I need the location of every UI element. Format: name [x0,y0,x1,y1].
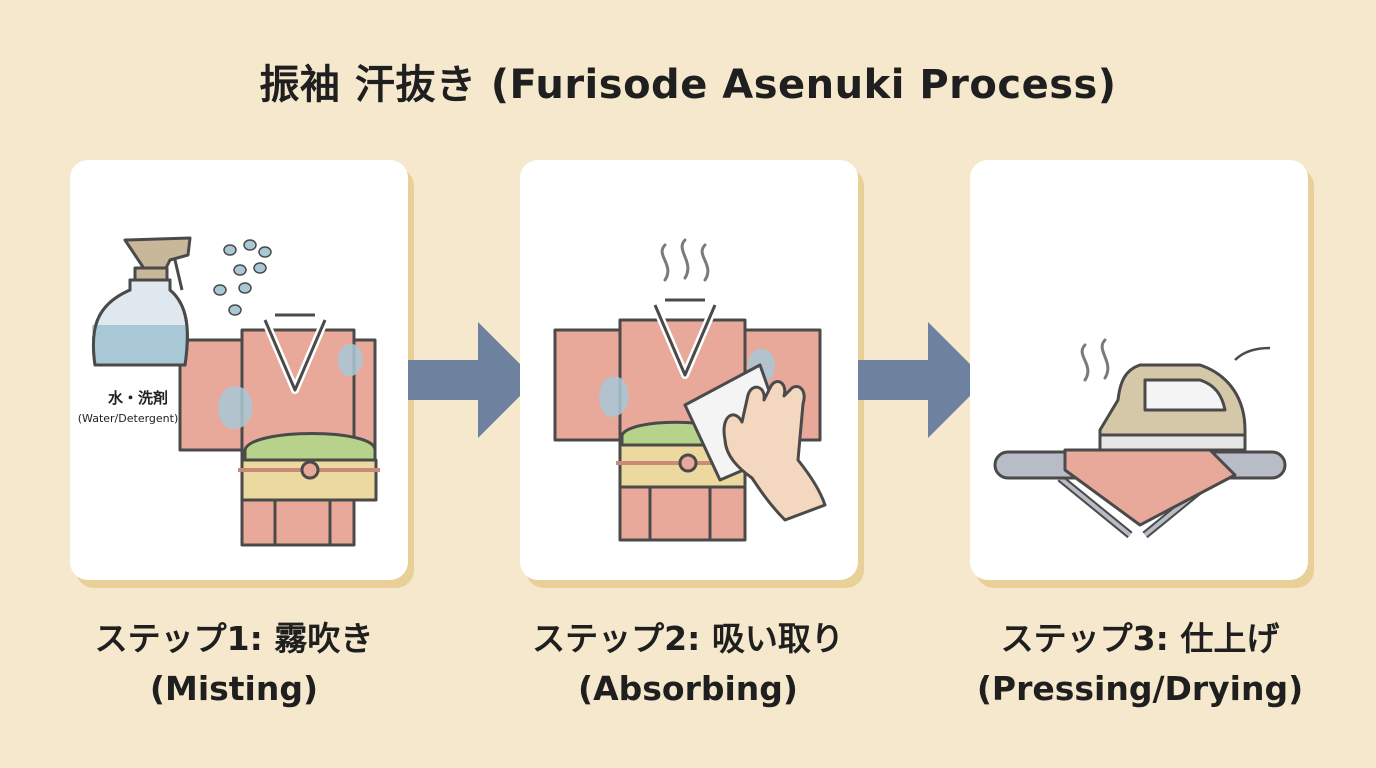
water-droplets-icon [213,239,272,316]
step-subtitle: (Absorbing) [578,669,798,708]
sweat-stain-icon [218,343,363,430]
arrow-right-icon [858,322,986,438]
page-title: 振袖 汗抜き (Furisode Asenuki Process) [259,62,1117,108]
absorbing-illustration [553,238,827,542]
step-title: ステップ3: 仕上げ [1000,619,1280,658]
iron-icon [1098,346,1271,452]
kimono-icon [178,313,380,547]
steam-icon [1080,338,1110,382]
arrow-right-icon [408,322,536,438]
spray-bottle-icon [91,236,192,367]
step-card-absorbing [520,160,858,580]
pressing-illustration [993,338,1287,539]
step-title: ステップ2: 吸い取り [532,619,844,658]
kimono-icon [553,298,822,542]
spray-label-jp: 水・洗剤 [108,389,168,407]
step-label-3: ステップ3: 仕上げ (Pressing/Drying) [940,614,1340,714]
step-label-2: ステップ2: 吸い取り (Absorbing) [488,614,888,714]
misting-illustration: 水・洗剤 (Water/Detergent) [78,236,380,547]
hand-with-cloth-icon [683,363,827,522]
spray-label-en: (Water/Detergent) [78,412,179,425]
steam-icon [660,238,710,282]
step-card-misting: 水・洗剤 (Water/Detergent) [70,160,408,580]
step-subtitle: (Misting) [149,669,319,708]
step-label-1: ステップ1: 霧吹き (Misting) [34,614,434,714]
step-card-pressing [970,160,1308,580]
ironing-board-icon [993,448,1287,539]
step-title: ステップ1: 霧吹き [94,619,374,658]
step-subtitle: (Pressing/Drying) [976,669,1304,708]
